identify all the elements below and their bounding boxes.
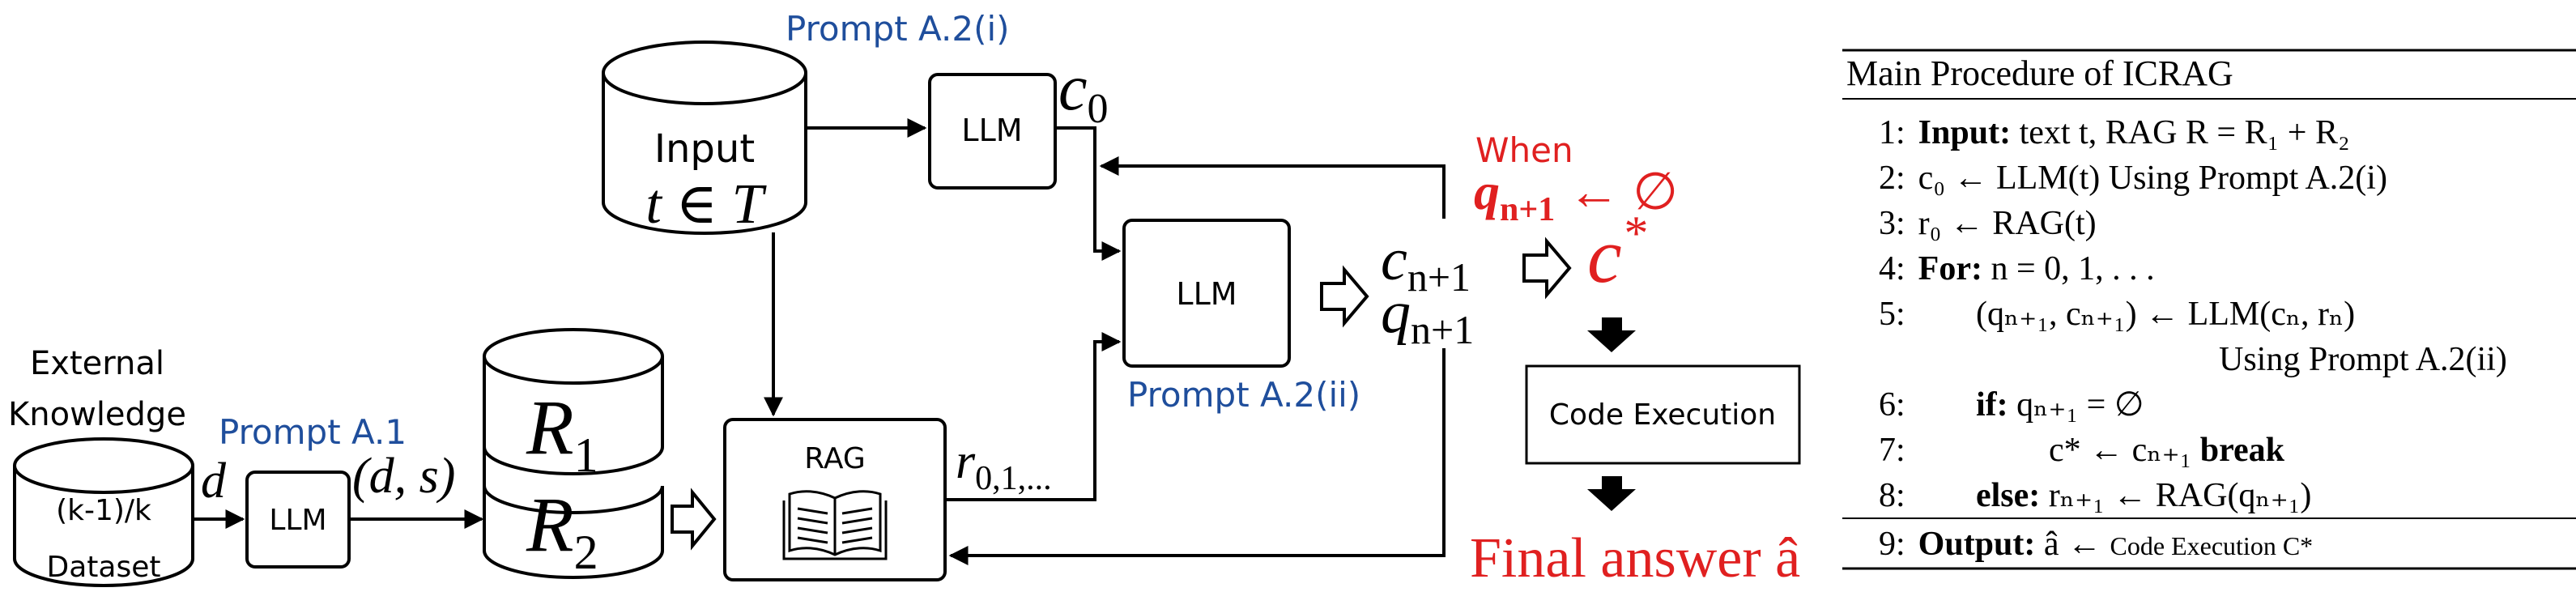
algo-line-1: 1:Input: text t, RAG R = R₁ + R₂: [1879, 114, 2350, 151]
algo-line-6-body: if: qₙ₊₁ = ∅: [1976, 386, 2144, 424]
algo-line-5: 5:: [1879, 296, 1905, 333]
algo-line-8-body: else: rₙ₊₁ ← RAG(qₙ₊₁): [1976, 477, 2311, 514]
algo-line-5-cont: Using Prompt A.2(ii): [2219, 341, 2507, 378]
d-label: d: [201, 454, 227, 509]
final-answer-label: Final answer â: [1470, 527, 1800, 590]
when-label: When: [1475, 130, 1573, 170]
llm-label-small: LLM: [269, 504, 326, 537]
llm-box-middle: [1122, 219, 1291, 368]
algorithm-title: Main Procedure of ICRAG: [1846, 53, 2233, 93]
input-label: Input: [654, 126, 755, 172]
q-empty-label: qn+1 ← ∅: [1474, 163, 1678, 228]
r1-label: R1: [526, 384, 598, 482]
r-seq-label: r0,1,...: [956, 434, 1052, 497]
down-arrow-2: [1587, 476, 1636, 511]
c-star-label: c*: [1587, 207, 1646, 299]
input-cylinder: [602, 40, 807, 235]
c-next-label: cn+1: [1381, 227, 1471, 300]
algo-line-6: 6:: [1879, 386, 1905, 424]
ds-label: (d, s): [352, 449, 455, 504]
code-execution-label: Code Execution: [1549, 398, 1776, 432]
prompt-a2i-label: Prompt A.2(i): [786, 9, 1010, 49]
algo-line-4: 4:For: n = 0, 1, . . .: [1879, 250, 2155, 287]
r1-cylinder: [483, 328, 664, 475]
algo-line-8: 8:: [1879, 477, 1905, 514]
prompt-a2ii-label: Prompt A.2(ii): [1127, 375, 1360, 415]
r2-label: R2: [526, 481, 598, 579]
llm-label-middle: LLM: [1176, 276, 1237, 312]
input-formula: t ∈ T: [645, 173, 767, 236]
dataset-label-1: (k-1)/k: [56, 494, 151, 527]
c0-label: c0: [1058, 53, 1109, 132]
algo-line-7-body: c* ← cₙ₊₁ break: [2049, 432, 2285, 469]
algo-line-3: 3:r₀ ← RAG(t): [1879, 205, 2097, 242]
dataset-label-2: Dataset: [47, 551, 161, 584]
algo-line-2: 2:c₀ ← LLM(t) Using Prompt A.2(i): [1879, 160, 2387, 197]
code-execution-box: [1525, 364, 1801, 465]
algo-line-9: 9:Output: â ← Code Execution C*: [1879, 526, 2313, 563]
algo-line-7: 7:: [1879, 432, 1905, 469]
hollow-arrow-llm-to-output: [1320, 265, 1369, 328]
hollow-arrow-to-c-star: [1522, 236, 1572, 300]
r2-cylinder: [483, 447, 664, 579]
llm-box-top: [928, 73, 1057, 190]
rag-label: RAG: [804, 442, 865, 475]
hollow-arrow-r-to-rag: [671, 488, 717, 551]
algo-line-5-body: (qₙ₊₁, cₙ₊₁) ← LLM(cₙ, rₙ): [1976, 296, 2355, 333]
algorithm-lines: 1:Input: text t, RAG R = R₁ + R₂ 2:c₀ ← …: [1879, 114, 2507, 563]
llm-label-top: LLM: [961, 113, 1022, 148]
prompt-a1-label: Prompt A.1: [219, 412, 407, 452]
q-next-label: qn+1: [1381, 279, 1474, 352]
dataset-cylinder: [13, 437, 194, 587]
book-icon: [782, 490, 888, 560]
external-knowledge-label-2: Knowledge: [8, 396, 186, 433]
external-knowledge-label-1: External: [30, 345, 164, 382]
down-arrow-1: [1587, 317, 1636, 352]
